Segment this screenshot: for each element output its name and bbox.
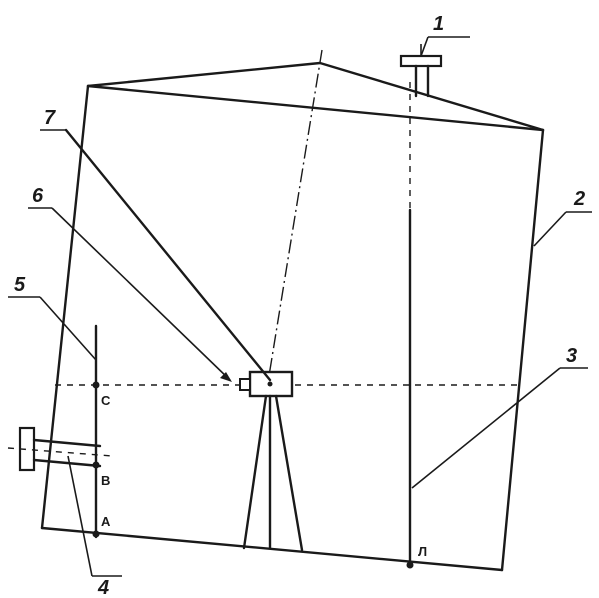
- tank-left-wall: [40, 84, 90, 530]
- leader-3: [411, 367, 561, 489]
- nozzle-pipe-top: [32, 438, 102, 448]
- tripod-leg-left: [242, 394, 268, 550]
- callout-1: 1: [433, 13, 444, 35]
- callout-2: 2: [573, 188, 585, 210]
- leader-2: [533, 211, 567, 247]
- leader-4: [67, 455, 93, 577]
- point-l-label: Л: [418, 544, 427, 559]
- point-b-label: B: [101, 473, 110, 488]
- leader-6-arrow: [220, 372, 232, 382]
- callout-4: 4: [97, 577, 109, 598]
- leader-7: [64, 128, 272, 382]
- tank-bottom: [40, 526, 504, 572]
- instrument-center: [267, 381, 273, 387]
- point-a-marker: [92, 530, 100, 538]
- roof-right-slope: [318, 61, 545, 132]
- callout-5: 5: [14, 274, 26, 296]
- leader-1: [420, 36, 429, 57]
- leader-lines: [8, 36, 592, 577]
- callout-3: 3: [566, 345, 577, 367]
- nozzle-pipe-bottom: [32, 458, 102, 468]
- leader-5: [39, 296, 97, 361]
- leader-6: [51, 207, 231, 381]
- roof-hatch: [399, 44, 443, 98]
- point-c-marker: [92, 381, 100, 389]
- point-l-marker: [406, 561, 414, 569]
- hatch-cap: [399, 54, 443, 68]
- nozzle-axis: [7, 447, 113, 457]
- tank-axis-line: [267, 49, 323, 383]
- point-c-label: C: [101, 393, 111, 408]
- tank-right-wall: [500, 128, 545, 572]
- callout-6: 6: [32, 185, 44, 207]
- tripod-leg-right: [274, 394, 304, 552]
- instrument-eyepiece: [239, 378, 251, 391]
- theodolite-instrument: [239, 370, 304, 552]
- callout-7: 7: [44, 107, 56, 129]
- roof-left-slope: [86, 61, 322, 88]
- point-a-label: A: [101, 514, 111, 529]
- side-nozzle-4: [7, 426, 113, 472]
- tank-top-edge: [86, 84, 545, 132]
- tank-body: [40, 61, 545, 572]
